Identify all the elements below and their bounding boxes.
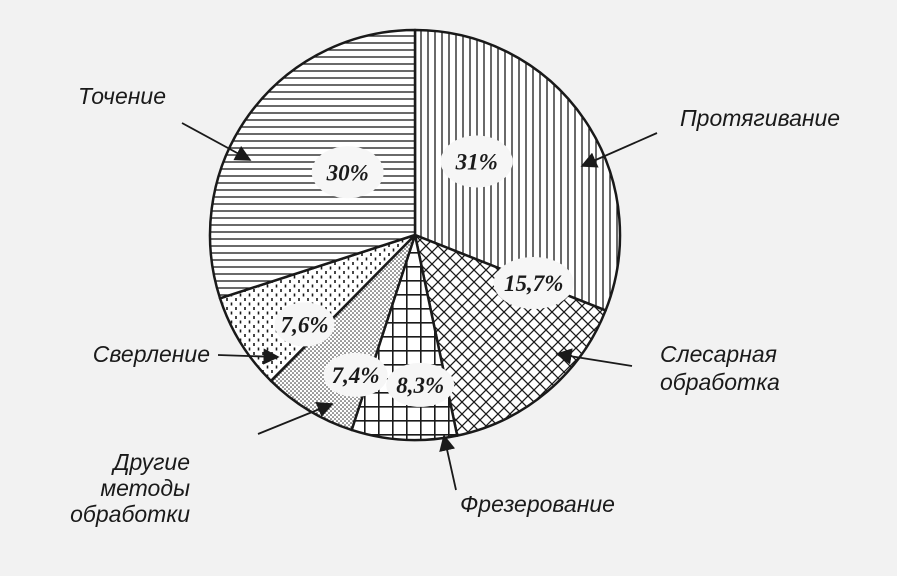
pie-slice-0 [413, 28, 622, 312]
slice-value-label-5: 30% [326, 160, 369, 185]
slice-value-label-0: 31% [455, 149, 498, 174]
leader-arrow-4 [217, 348, 280, 365]
slice-value-label-4: 7,6% [281, 312, 329, 337]
slice-value-label-2: 8,3% [396, 373, 444, 398]
value-badge-1 [493, 256, 574, 309]
leader-arrow-5 [181, 122, 252, 161]
value-badge-2 [386, 362, 455, 407]
value-badge-3 [323, 352, 388, 397]
leader-arrow-2 [439, 434, 457, 491]
slice-category-label-4: Сверление [93, 341, 210, 367]
value-badge-0 [440, 135, 513, 188]
pie-slice-5 [208, 28, 417, 300]
slice-value-label-3: 7,4% [332, 363, 380, 388]
value-badge-5 [311, 146, 384, 199]
value-badge-4 [274, 302, 335, 347]
leader-arrow-0 [580, 132, 658, 168]
leader-arrow-3 [257, 401, 334, 435]
slice-category-label-0: Протягивание [680, 105, 840, 131]
slice-category-label-2: Фрезерование [460, 491, 615, 517]
slice-category-label-5: Точение [78, 83, 166, 109]
leader-arrow-1 [555, 348, 633, 367]
leader-arrows-layer [181, 122, 658, 491]
slice-value-label-1: 15,7% [504, 271, 563, 296]
pie-slice-1 [413, 233, 607, 437]
value-badges-layer: 31% 15,7% 8,3% 7,4% 7,6% 30% [274, 135, 574, 407]
